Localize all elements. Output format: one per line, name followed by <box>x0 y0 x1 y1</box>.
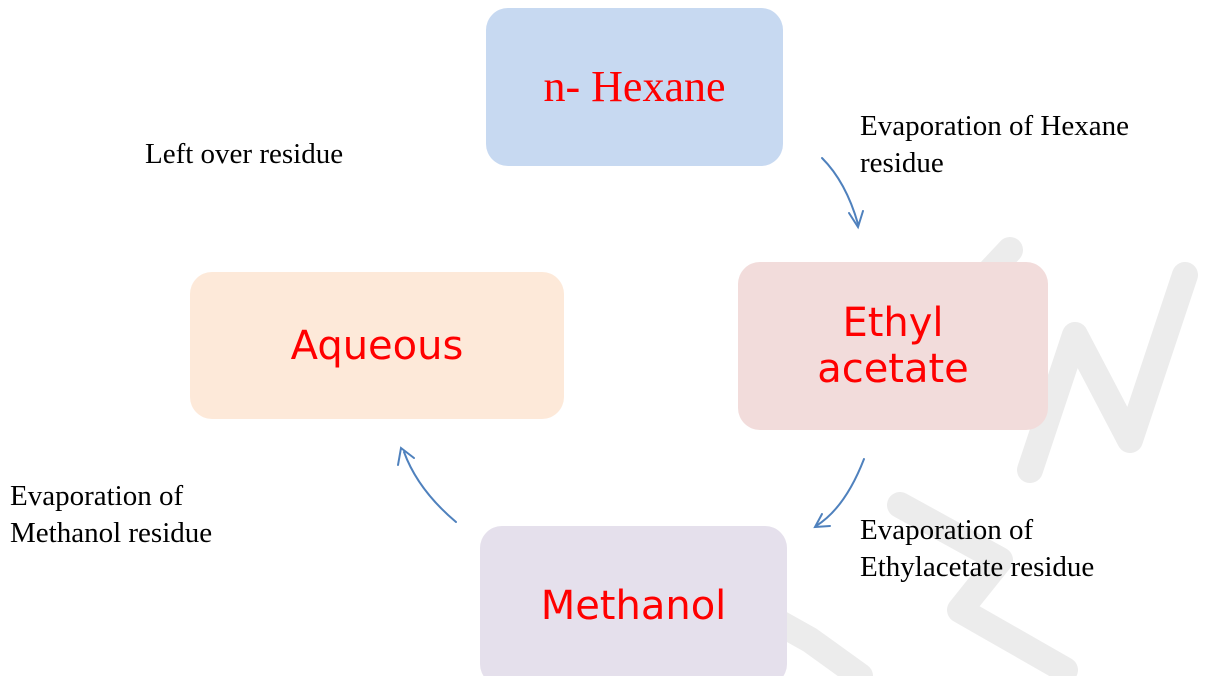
node-methanol: Methanol <box>480 526 787 676</box>
node-n-hexane: n- Hexane <box>486 8 783 166</box>
node-ethyl-acetate-label: Ethyl acetate <box>817 300 969 392</box>
node-n-hexane-label: n- Hexane <box>543 61 726 111</box>
node-aqueous-label: Aqueous <box>290 322 464 369</box>
label-evaporation-ethylacetate: Evaporation of Ethylacetate residue <box>860 512 1094 586</box>
label-evaporation-methanol: Evaporation of Methanol residue <box>10 478 212 552</box>
node-ethyl-acetate-line-2: acetate <box>817 346 969 392</box>
label-evaporation-hexane-line-1: Evaporation of Hexane <box>860 110 1129 142</box>
node-methanol-label: Methanol <box>540 583 727 629</box>
node-ethyl-acetate-line-1: Ethyl <box>842 300 944 346</box>
label-evaporation-methanol-line-1: Evaporation of <box>10 480 184 512</box>
label-evaporation-ethylacetate-line-1: Evaporation of <box>860 514 1034 546</box>
label-evaporation-methanol-line-2: Methanol residue <box>10 517 213 550</box>
label-evaporation-hexane-line-2: residue <box>860 147 944 180</box>
label-evaporation-hexane: Evaporation of Hexane residue <box>860 108 1129 182</box>
node-ethyl-acetate: Ethyl acetate <box>738 262 1048 430</box>
node-aqueous: Aqueous <box>190 272 564 419</box>
label-left-over-residue: Left over residue <box>145 138 344 170</box>
label-evaporation-ethylacetate-line-2: Ethylacetate residue <box>860 551 1095 584</box>
